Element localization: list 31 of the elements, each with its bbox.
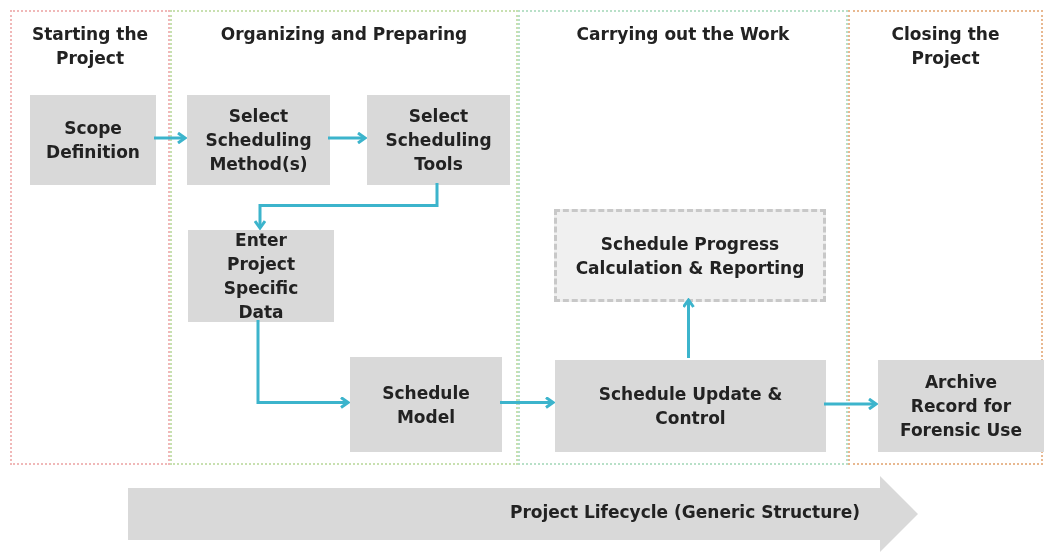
arrow (253, 183, 439, 230)
arrow (256, 320, 350, 409)
phase-band (848, 10, 1043, 465)
lifecycle-label: Project Lifecycle (Generic Structure) (509, 502, 860, 522)
process-box (188, 230, 334, 322)
box-label: Scope Definition (45, 117, 141, 164)
box-label: Select Scheduling Tools (384, 105, 493, 176)
box-label: Schedule Model (381, 381, 471, 429)
box-label: Enter Project Specific Data (222, 229, 300, 324)
process-box (350, 357, 502, 452)
process-box (30, 95, 156, 185)
phase-band (10, 10, 170, 465)
process-box (878, 360, 1044, 452)
optional-process-box (554, 209, 826, 302)
box-label: Select Scheduling Method(s) (204, 105, 313, 176)
arrow (500, 396, 555, 409)
process-box (555, 360, 826, 452)
arrow (154, 131, 187, 145)
box-label: Archive Record for Forensic Use (900, 371, 1022, 442)
phase-heading: Organizing and Preparing (219, 23, 469, 46)
phase-heading: Closing the Project (890, 23, 1001, 70)
arrow (682, 298, 695, 358)
box-label: Schedule Update & Control (597, 383, 784, 430)
phase-heading: Carrying out the Work (575, 23, 791, 46)
box-label: Schedule Progress Calculation & Reporting (574, 232, 806, 280)
arrow (328, 131, 367, 145)
process-box (367, 95, 510, 185)
process-box (187, 95, 330, 185)
phase-band (170, 10, 518, 465)
phase-heading: Starting the Project (30, 23, 150, 70)
arrow (824, 397, 878, 411)
